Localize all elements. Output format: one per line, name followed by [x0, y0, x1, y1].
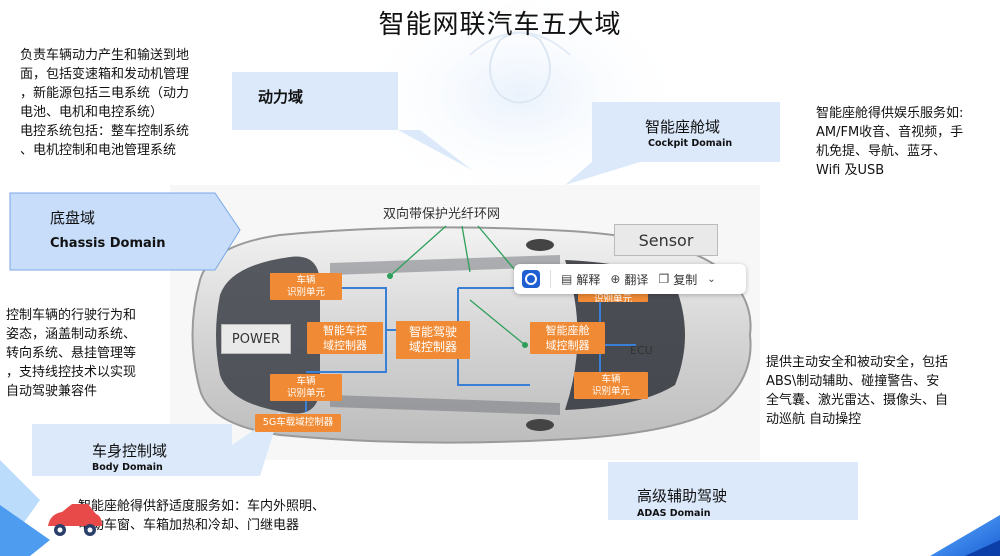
- chassis-label: 底盘域: [50, 209, 96, 227]
- chassis-desc-line: 转向系统、悬挂管理等: [6, 346, 137, 361]
- chassis-desc-line: ，支持线控技术以实现: [6, 365, 137, 380]
- toolbar-divider: [550, 270, 551, 288]
- explain-button[interactable]: ▤解释: [561, 271, 600, 288]
- adas-description: 提供主动安全和被动安全，包括 ABS\制动辅助、碰撞警告、安 全气囊、激光雷达、…: [766, 353, 991, 429]
- powertrain-desc-line: 负责车辆动力产生和输送到地: [20, 48, 190, 63]
- cockpit-desc-line: 机免提、导航、蓝牙、: [816, 144, 947, 159]
- cockpit-description: 智能座舱得供娱乐服务如: AM/FM收音、音视频，手 机免提、导航、蓝牙、 Wi…: [816, 104, 996, 180]
- chassis-desc-line: 控制车辆的行驶行为和: [6, 308, 137, 323]
- powertrain-desc-line: 面，包括变速箱和发动机管理: [20, 67, 190, 82]
- chassis-sublabel: Chassis Domain: [50, 236, 166, 251]
- body-description: 智能座舱得供舒适度服务如：车内外照明、 电动车窗、车箱加热和冷却、门继电器: [78, 497, 408, 535]
- globe-icon: ⊕: [610, 272, 621, 286]
- more-dropdown-button[interactable]: ⌄: [707, 274, 719, 285]
- powertrain-desc-line: ，新能源包括三电系统（动力: [20, 86, 190, 101]
- chassis-desc-line: 姿态，涵盖制动系统、: [6, 327, 137, 342]
- cockpit-domain-controller: 智能座舱 域控制器: [530, 322, 605, 354]
- copy-icon: ❐: [658, 272, 670, 286]
- cockpit-label: 智能座舱域: [645, 118, 721, 136]
- sensor-label: Sensor: [614, 224, 718, 256]
- car-icon: [48, 504, 102, 536]
- powertrain-desc-line: 电池、电机和电控系统）: [20, 105, 164, 120]
- 5g-domain-controller: 5G车载域控制器: [255, 414, 341, 432]
- body-desc-line: 电动车窗、车箱加热和冷却、门继电器: [78, 518, 300, 533]
- power-label: POWER: [221, 324, 291, 354]
- powertrain-description: 负责车辆动力产生和输送到地 面，包括变速箱和发动机管理 ，新能源包括三电系统（动…: [20, 46, 245, 160]
- ecu-label: ECU: [630, 344, 653, 357]
- body-label: 车身控制域: [92, 442, 168, 460]
- cockpit-desc-line: AM/FM收音、音视频，手: [816, 125, 964, 140]
- adas-label: 高级辅助驾驶: [637, 487, 728, 505]
- cockpit-desc-line: Wifi 及USB: [816, 163, 885, 178]
- vehicle-control-domain-controller: 智能车控 域控制器: [307, 322, 383, 354]
- chassis-description: 控制车辆的行驶行为和 姿态，涵盖制动系统、 转向系统、悬挂管理等 ，支持线控技术…: [6, 306, 176, 401]
- translate-button[interactable]: ⊕翻译: [610, 271, 648, 288]
- adas-sublabel: ADAS Domain: [637, 508, 711, 519]
- adas-desc-line: ABS\制动辅助、碰撞警告、安: [766, 374, 940, 389]
- chevron-down-icon: ⌄: [707, 273, 716, 285]
- body-sublabel: Body Domain: [92, 462, 163, 473]
- vehicle-id-unit-3: 车辆 识别单元: [270, 374, 342, 401]
- powertrain-label: 动力域: [258, 88, 304, 106]
- vehicle-id-unit-1: 车辆 识别单元: [270, 273, 342, 300]
- translate-label: 翻译: [624, 272, 649, 287]
- body-desc-line: 智能座舱得供舒适度服务如：车内外照明、: [78, 499, 326, 514]
- vehicle-id-unit-4: 车辆 识别单元: [574, 372, 648, 399]
- document-icon: ▤: [561, 272, 573, 286]
- selection-toolbar: ▤解释 ⊕翻译 ❐复制 ⌄: [514, 264, 746, 294]
- adas-desc-line: 全气囊、激光雷达、摄像头、自: [766, 393, 949, 408]
- network-label: 双向带保护光纤环网: [383, 207, 501, 222]
- adas-desc-line: 动巡航 自动操控: [766, 412, 862, 427]
- app-logo-icon[interactable]: [522, 270, 540, 288]
- copy-label: 复制: [673, 272, 698, 287]
- powertrain-desc-line: 、电机控制和电池管理系统: [20, 143, 177, 158]
- explain-label: 解释: [576, 272, 601, 287]
- adas-desc-line: 提供主动安全和被动安全，包括: [766, 355, 949, 370]
- driving-domain-controller: 智能驾驶 域控制器: [396, 321, 470, 359]
- cockpit-desc-line: 智能座舱得供娱乐服务如:: [816, 106, 964, 121]
- powertrain-desc-line: 电控系统包括：整车控制系统: [20, 124, 190, 139]
- cockpit-sublabel: Cockpit Domain: [648, 138, 733, 149]
- page-title: 智能网联汽车五大域: [378, 10, 622, 40]
- copy-button[interactable]: ❐复制: [658, 271, 697, 288]
- chassis-desc-line: 自动驾驶兼容件: [6, 384, 98, 399]
